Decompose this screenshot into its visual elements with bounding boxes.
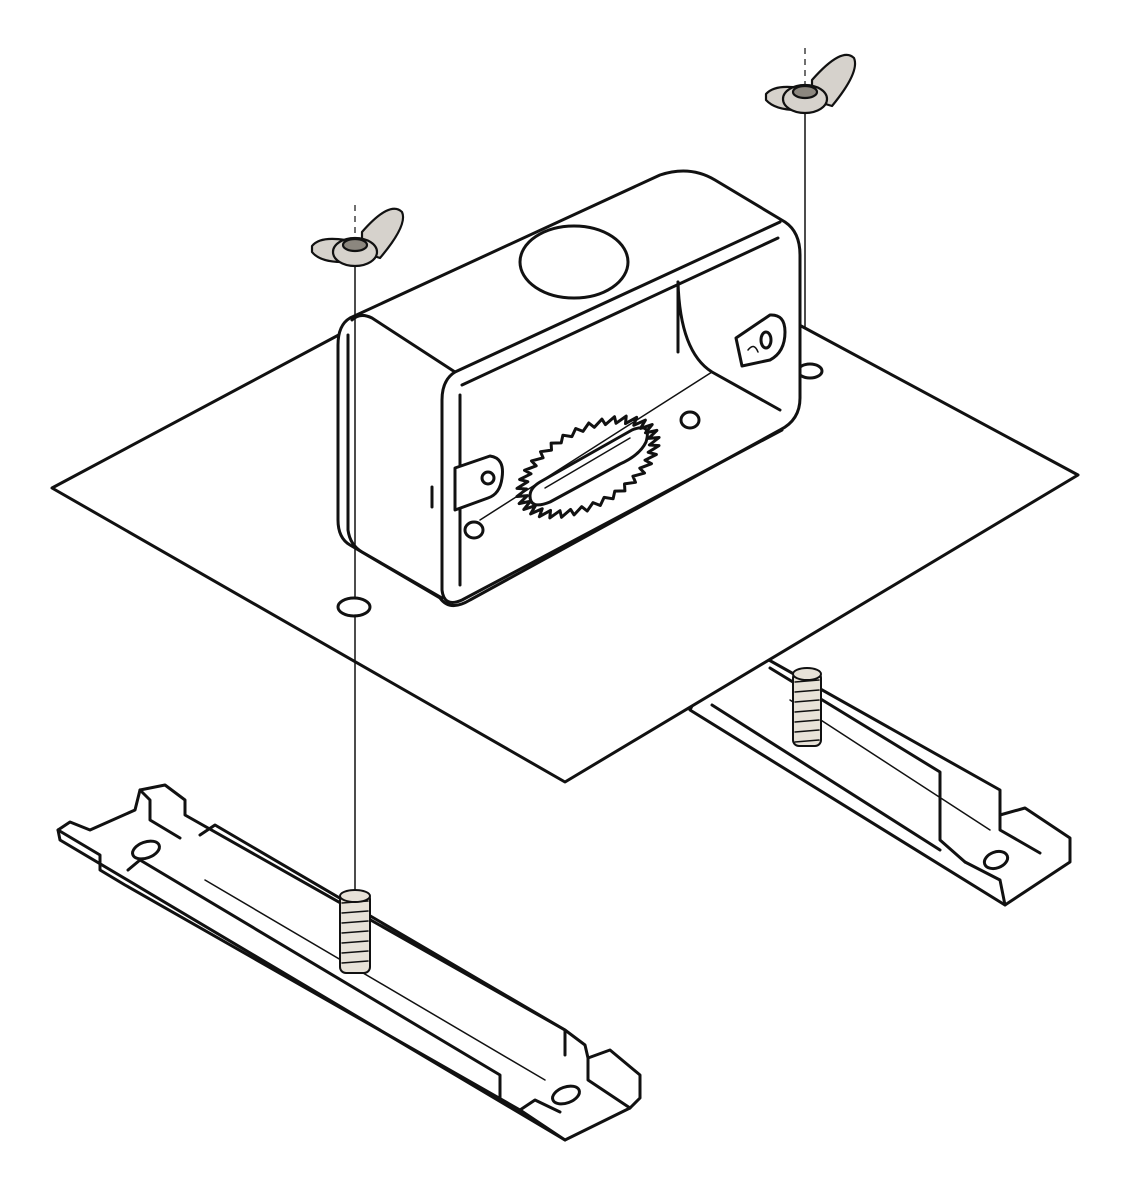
wing-nut-right: [764, 53, 857, 115]
box-tab-right: [734, 313, 787, 368]
wing-nut-left: [310, 207, 405, 268]
box-tab-left: [453, 454, 504, 512]
channel-bracket-back: [688, 653, 1072, 907]
box-screw-hole-left: [463, 520, 485, 540]
gear-knockout: [515, 414, 661, 520]
knockout-circle: [518, 224, 630, 300]
plate-hole-left: [336, 596, 372, 618]
threaded-stud-front: [339, 889, 371, 974]
threaded-stud-back: [792, 667, 822, 747]
box-screw-hole-right: [679, 410, 701, 430]
